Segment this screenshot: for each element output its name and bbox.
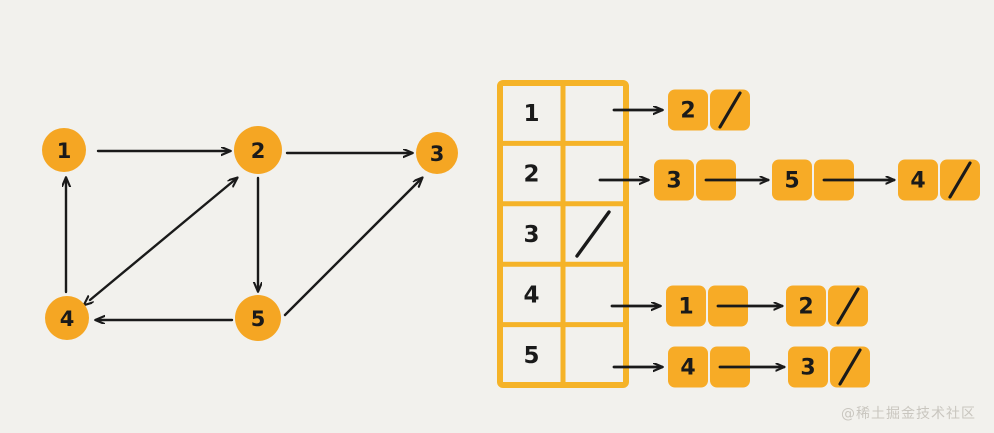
graph-node-label-1: 1 (57, 139, 72, 163)
graph-node-1[interactable]: 1 (42, 128, 86, 172)
list-node-data-cell (898, 159, 938, 201)
graph-edge-5-to-3 (283, 178, 422, 317)
index-table-row[interactable]: 1 (523, 101, 539, 127)
graph-node-4[interactable]: 4 (45, 296, 89, 340)
list-node-value: 1 (678, 295, 693, 320)
list-node-data-cell (666, 285, 706, 327)
graph-node-group: 1 2 3 4 5 (42, 126, 458, 341)
list-node-4-2[interactable]: 2 (786, 285, 868, 327)
null-slash-icon (575, 210, 611, 258)
linked-list-row-1: 2 (612, 89, 750, 131)
graph-node-3[interactable]: 3 (416, 132, 458, 174)
list-node-value: 3 (800, 356, 815, 381)
index-table-row[interactable]: 3 (523, 210, 611, 258)
null-slash-icon (718, 91, 742, 129)
index-table-row[interactable]: 2 (523, 162, 539, 188)
list-node-value: 4 (680, 356, 695, 381)
list-node-value: 4 (910, 169, 925, 194)
index-table-row[interactable]: 4 (523, 282, 539, 308)
list-node-2-4[interactable]: 4 (898, 159, 980, 201)
list-node-5-4[interactable]: 4 (668, 346, 786, 388)
index-table-cell-vertex: 3 (523, 222, 539, 248)
list-node-4-1[interactable]: 1 (666, 285, 784, 327)
graph-node-label-2: 2 (251, 139, 266, 163)
list-node-value: 3 (666, 169, 681, 194)
list-node-data-cell (668, 89, 708, 131)
graph-node-label-4: 4 (60, 307, 75, 331)
list-node-1-2[interactable]: 2 (668, 89, 750, 131)
list-node-value: 2 (798, 295, 813, 320)
graph-node-label-3: 3 (430, 142, 445, 166)
list-node-data-cell (654, 159, 694, 201)
list-node-2-3[interactable]: 3 (654, 159, 770, 201)
list-node-data-cell (772, 159, 812, 201)
list-node-data-cell (668, 346, 708, 388)
null-slash-icon (948, 161, 972, 199)
index-table-cell-vertex: 5 (523, 343, 539, 369)
index-table-cell-vertex: 2 (523, 162, 539, 188)
list-node-2-5[interactable]: 5 (772, 159, 896, 201)
index-table-cell-vertex: 1 (523, 101, 539, 127)
list-node-value: 5 (784, 169, 799, 194)
index-table-row[interactable]: 5 (523, 343, 539, 369)
list-node-data-cell (788, 346, 828, 388)
watermark: @稀土掘金技术社区 (841, 406, 976, 422)
graph-edge-2-to-4 (90, 178, 237, 300)
null-slash-icon (836, 287, 860, 325)
graph-edge-group (66, 151, 422, 320)
list-node-5-3[interactable]: 3 (788, 346, 870, 388)
null-slash-icon (838, 348, 862, 386)
list-node-value: 2 (680, 99, 695, 124)
index-table-cell-vertex: 4 (523, 282, 539, 308)
graph-node-2[interactable]: 2 (234, 126, 282, 174)
graph-node-label-5: 5 (251, 307, 266, 331)
index-table-group: 1 2 3 4 5 (497, 80, 629, 388)
linked-list-row-2: 3 5 4 (598, 159, 980, 201)
list-node-data-cell (786, 285, 826, 327)
graph-node-5[interactable]: 5 (235, 295, 281, 341)
